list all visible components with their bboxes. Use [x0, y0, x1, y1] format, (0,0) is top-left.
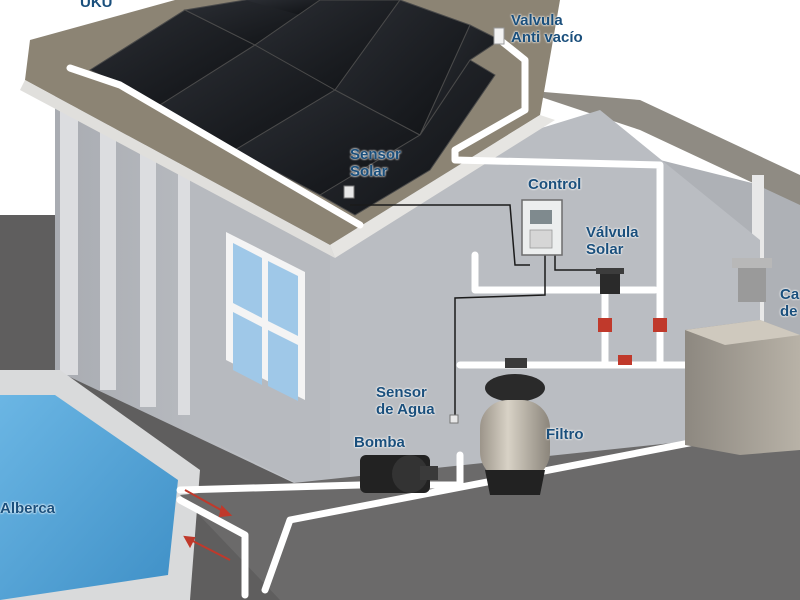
pump [360, 455, 438, 493]
porch-column [60, 105, 78, 375]
porch-column [178, 160, 192, 415]
valves [598, 318, 667, 365]
calentador-partial-label: Ca de [780, 286, 800, 320]
valvula-solar-label: Válvula Solar [586, 224, 639, 258]
filter [480, 358, 550, 495]
control-box [521, 199, 563, 256]
antivacuum-valve [493, 27, 505, 45]
top-left-partial-label: UKU [80, 0, 113, 11]
flow-arrows [183, 489, 233, 561]
valvula-antivacio-label: Valvula Anti vacío [511, 12, 583, 46]
solar-sensor [343, 185, 355, 199]
control-wires [350, 204, 600, 415]
roof-edge [20, 80, 335, 258]
porch-column [100, 125, 116, 390]
filtro-label: Filtro [546, 426, 584, 443]
solar-valve [596, 268, 624, 294]
sensor-solar-label: Sensor Solar [350, 146, 401, 180]
roof-edge [330, 115, 555, 258]
window [226, 232, 305, 401]
front-wall [330, 110, 760, 500]
bomba-label: Bomba [354, 434, 405, 451]
solar-panels [88, 0, 501, 216]
right-roof [520, 90, 800, 205]
pool [0, 370, 200, 600]
trench [180, 440, 800, 600]
water-sensor [449, 414, 459, 424]
sensor-agua-label: Sensor de Agua [376, 384, 435, 418]
control-label: Control [528, 176, 582, 193]
heater [685, 258, 800, 455]
pipes [66, 36, 709, 599]
porch-column [140, 145, 156, 407]
alberca-label: Alberca [0, 500, 56, 517]
